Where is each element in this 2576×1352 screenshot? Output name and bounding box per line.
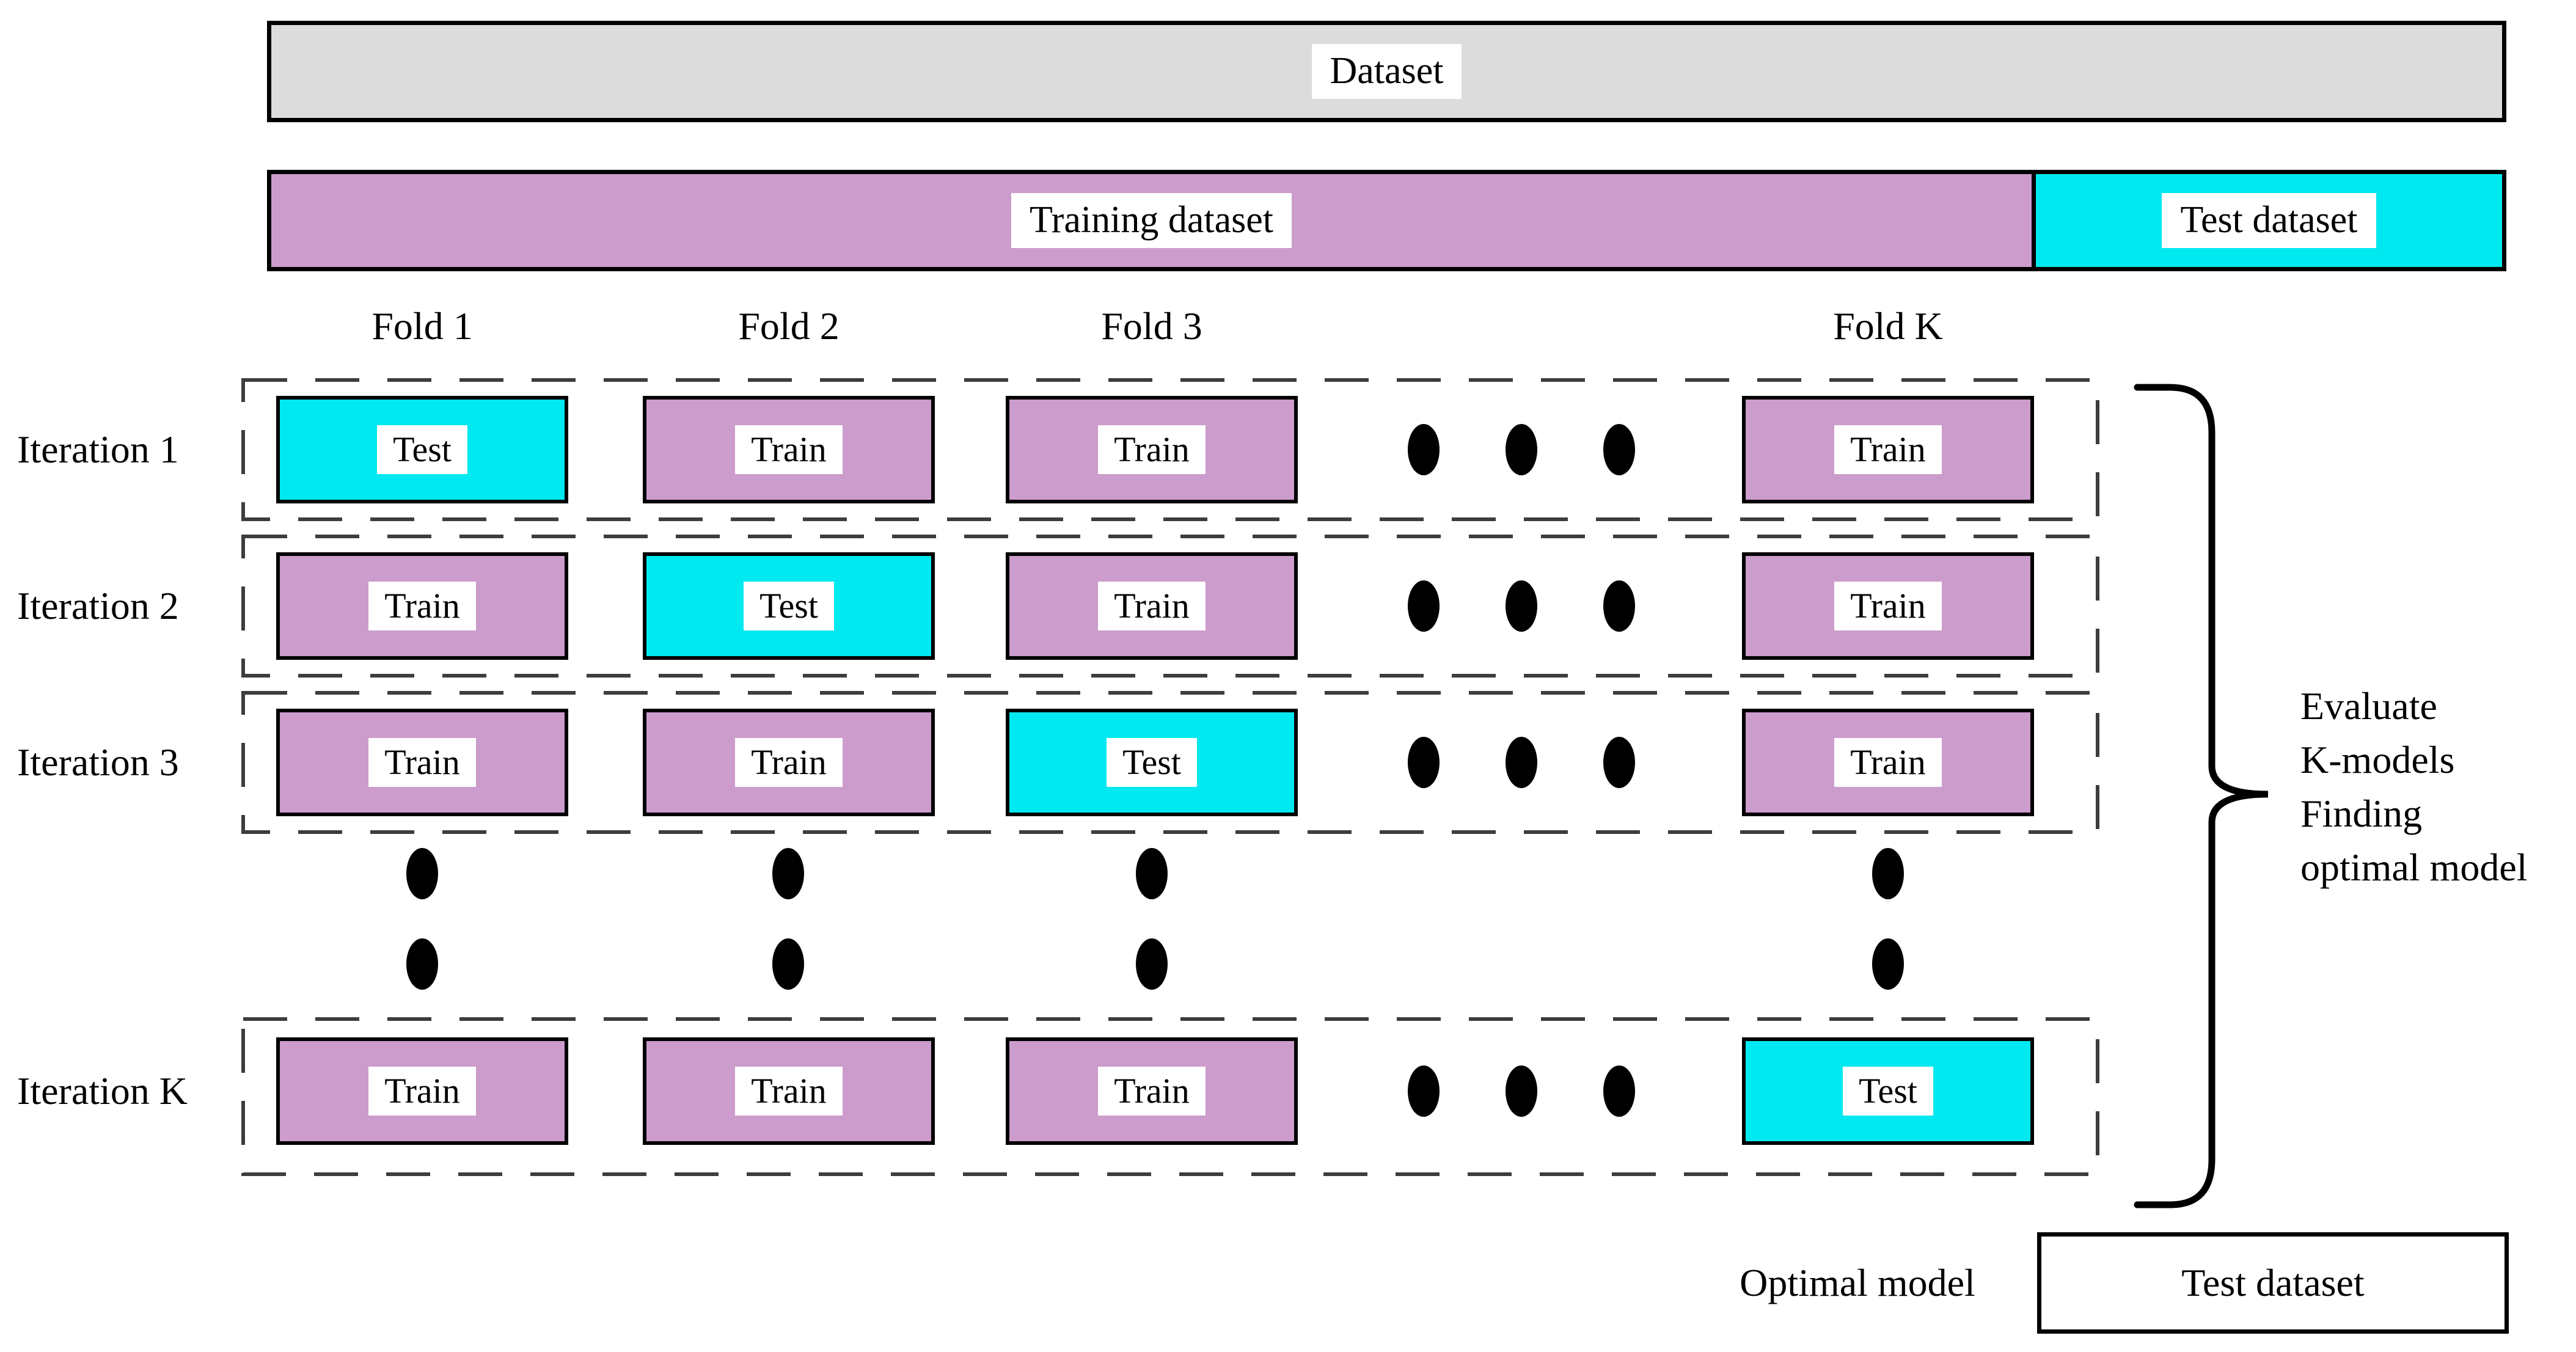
cell-iterationk-fold2: Train: [643, 1037, 935, 1145]
cell-label: Train: [1834, 737, 1942, 787]
ellipsis-dot: [772, 938, 804, 990]
cell-label: Train: [1098, 425, 1206, 475]
cell-label: Test: [377, 425, 467, 475]
cell-label: Train: [735, 425, 843, 475]
cell-iteration2-foldk: Train: [1742, 552, 2034, 660]
dataset-bar-label: Dataset: [1311, 44, 1462, 99]
cell-iteration3-fold2: Train: [643, 709, 935, 816]
iteration-3-label: Iteration 3: [17, 740, 179, 784]
cell-iteration2-fold1: Train: [276, 552, 568, 660]
cell-iteration2-fold2: Test: [643, 552, 935, 660]
ellipsis-dot: [1136, 938, 1168, 990]
ellipsis-dot: [1872, 848, 1904, 899]
cell-label: Train: [1098, 581, 1206, 631]
cell-label: Train: [1834, 581, 1942, 631]
cell-label: Train: [368, 581, 476, 631]
ellipsis-dot: [1408, 580, 1440, 632]
annotation-line: Evaluate: [2300, 684, 2437, 728]
ellipsis-dot: [1506, 1065, 1537, 1117]
cell-label: Train: [368, 737, 476, 787]
cell-iteration1-fold1: Test: [276, 396, 568, 503]
ellipsis-dot: [1506, 737, 1537, 788]
fold-label-3: Fold 3: [1101, 304, 1202, 348]
ellipsis-dot: [1506, 424, 1537, 475]
ellipsis-dot: [1408, 424, 1440, 475]
evaluate-annotation: Evaluate K-models Finding optimal model: [2300, 679, 2528, 894]
optimal-model-label: Optimal model: [1740, 1261, 1975, 1304]
ellipsis-dot: [1506, 580, 1537, 632]
cell-iteration1-foldk: Train: [1742, 396, 2034, 503]
final-test-dataset-label: Test dataset: [2181, 1261, 2365, 1304]
iteration-1-label: Iteration 1: [17, 428, 179, 471]
test-dataset-label: Test dataset: [2162, 193, 2376, 248]
dataset-bar: Dataset: [267, 21, 2506, 122]
ellipsis-dot: [1408, 737, 1440, 788]
test-dataset-segment: Test dataset: [2036, 174, 2502, 267]
cell-iteration2-fold3: Train: [1006, 552, 1298, 660]
cell-label: Test: [1843, 1066, 1933, 1116]
fold-label-k: Fold K: [1833, 304, 1943, 348]
cell-label: Train: [368, 1066, 476, 1116]
iteration-2-label: Iteration 2: [17, 584, 179, 627]
ellipsis-dot: [406, 848, 438, 899]
cell-label: Test: [744, 581, 834, 631]
train-test-split-bar: Training dataset Test dataset: [267, 170, 2506, 271]
cell-iteration3-fold3: Test: [1006, 709, 1298, 816]
evaluate-brace: [2134, 384, 2269, 1208]
ellipsis-dot: [1603, 737, 1635, 788]
ellipsis-dot: [772, 848, 804, 899]
cell-label: Train: [1834, 425, 1942, 475]
ellipsis-dot: [1603, 580, 1635, 632]
cell-iteration1-fold2: Train: [643, 396, 935, 503]
fold-label-1: Fold 1: [371, 304, 473, 348]
cell-iteration1-fold3: Train: [1006, 396, 1298, 503]
iteration-k-label: Iteration K: [17, 1069, 188, 1113]
cell-iteration3-foldk: Train: [1742, 709, 2034, 816]
cell-label: Train: [735, 1066, 843, 1116]
cell-label: Test: [1107, 737, 1197, 787]
annotation-line: optimal model: [2300, 846, 2528, 889]
cell-label: Train: [735, 737, 843, 787]
cell-iteration3-fold1: Train: [276, 709, 568, 816]
final-test-dataset-box: Test dataset: [2037, 1232, 2509, 1334]
fold-label-2: Fold 2: [738, 304, 840, 348]
training-dataset-segment: Training dataset: [271, 174, 2036, 267]
annotation-line: Finding: [2300, 792, 2423, 835]
training-dataset-label: Training dataset: [1011, 193, 1292, 248]
ellipsis-dots-vertical: [406, 848, 1904, 990]
ellipsis-dot: [1136, 848, 1168, 899]
cell-iterationk-fold3: Train: [1006, 1037, 1298, 1145]
ellipsis-dot: [1408, 1065, 1440, 1117]
ellipsis-dots-horizontal: [1408, 424, 1635, 1117]
ellipsis-dot: [1603, 1065, 1635, 1117]
cell-iterationk-foldk: Test: [1742, 1037, 2034, 1145]
ellipsis-dot: [1872, 938, 1904, 990]
cell-iterationk-fold1: Train: [276, 1037, 568, 1145]
cell-label: Train: [1098, 1066, 1206, 1116]
ellipsis-dot: [1603, 424, 1635, 475]
annotation-line: K-models: [2300, 738, 2455, 781]
ellipsis-dot: [406, 938, 438, 990]
